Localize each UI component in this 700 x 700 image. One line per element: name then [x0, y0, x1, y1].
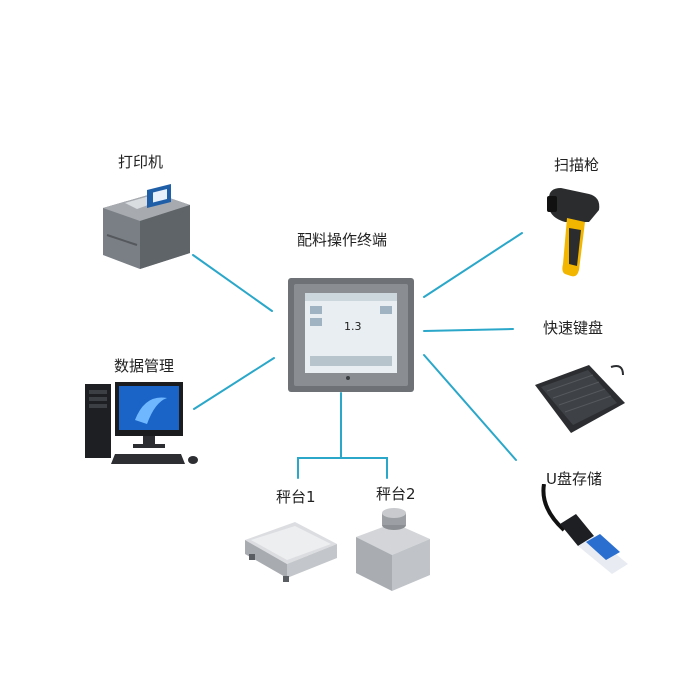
- keyboard-device: [531, 363, 627, 439]
- line-usb: [423, 354, 517, 461]
- keyboard-icon: [535, 365, 625, 433]
- terminal-reading: 1.3: [344, 320, 362, 333]
- label-terminal: 配料操作终端: [297, 231, 388, 249]
- terminal-device: 1.3: [288, 278, 414, 396]
- usb-drive-icon: [541, 483, 628, 574]
- line-keyboard: [423, 328, 514, 332]
- line-scanner: [423, 232, 523, 298]
- line-printer: [192, 254, 273, 312]
- scale2-device: [350, 507, 436, 599]
- terminal-icon: 1.3: [288, 278, 414, 392]
- platform-scale-icon: [245, 522, 337, 582]
- printer-device: [95, 183, 195, 277]
- load-cell-scale-icon: [356, 508, 430, 591]
- scanner-gun-icon: [547, 188, 600, 277]
- printer-icon: [103, 184, 190, 269]
- label-scanner: 扫描枪: [554, 156, 600, 174]
- label-keyboard: 快速键盘: [543, 319, 604, 337]
- label-data-mgmt: 数据管理: [114, 357, 175, 375]
- pc-device: [85, 380, 205, 472]
- line-data-mgmt: [193, 357, 275, 410]
- computer-icon: [85, 382, 198, 464]
- label-usb: U盘存储: [546, 470, 602, 488]
- label-printer: 打印机: [118, 153, 164, 171]
- usb-device: [538, 483, 634, 580]
- label-scale1: 秤台1: [276, 488, 316, 506]
- scanner-device: [545, 188, 605, 284]
- label-scale2: 秤台2: [376, 485, 416, 503]
- scale1-device: [243, 518, 339, 592]
- line-scale1-branch: [297, 457, 388, 479]
